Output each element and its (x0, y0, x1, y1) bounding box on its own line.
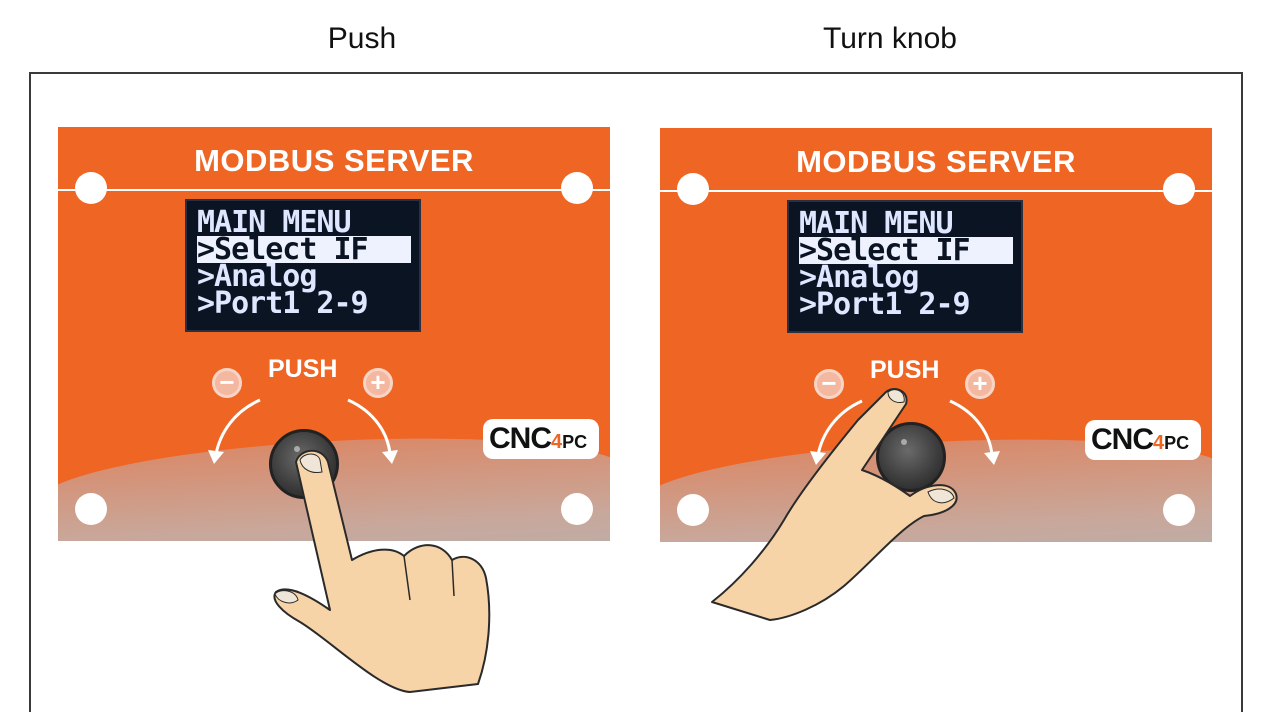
rotary-knob[interactable] (876, 422, 946, 492)
lcd-line: >Port1 2-9 (197, 286, 369, 321)
caption-turn-knob: Turn knob (823, 22, 957, 55)
minus-icon: − (212, 368, 242, 398)
lcd-line: >Analog (799, 260, 919, 295)
plus-icon: + (363, 368, 393, 398)
cnc4pc-logo: CNC4PC (483, 419, 599, 459)
mounting-hole (677, 173, 709, 205)
mounting-hole (561, 172, 593, 204)
mounting-hole (677, 494, 709, 526)
lcd-line-title: MAIN MENU (197, 205, 352, 240)
lcd-line-title: MAIN MENU (799, 206, 954, 241)
push-label: PUSH (870, 356, 940, 384)
panel-divider (58, 189, 610, 191)
mounting-hole (1163, 173, 1195, 205)
mounting-hole (561, 493, 593, 525)
lcd-line: >Analog (197, 259, 317, 294)
lcd-display: MAIN MENU >Select IF >Analog >Port1 2-9 (787, 200, 1023, 333)
caption-push: Push (327, 22, 397, 55)
lcd-line-selected: >Select IF (799, 236, 1013, 266)
mounting-hole (75, 493, 107, 525)
knob-indicator-dot (901, 439, 907, 445)
lcd-display: MAIN MENU >Select IF >Analog >Port1 2-9 (185, 199, 421, 332)
lcd-line-selected: >Select IF (197, 235, 411, 265)
push-label: PUSH (268, 355, 338, 383)
plus-icon: + (965, 369, 995, 399)
modbus-panel-left: MODBUS SERVER MAIN MENU >Select IF >Anal… (58, 127, 610, 541)
lcd-line: >Port1 2-9 (799, 287, 971, 322)
mounting-hole (1163, 494, 1195, 526)
mounting-hole (75, 172, 107, 204)
knob-indicator-dot (294, 446, 300, 452)
rotary-knob[interactable] (269, 429, 339, 499)
cnc4pc-logo: CNC4PC (1085, 420, 1201, 460)
panel-divider (660, 190, 1212, 192)
modbus-panel-right: MODBUS SERVER MAIN MENU >Select IF >Anal… (660, 128, 1212, 542)
panel-title: MODBUS SERVER (796, 144, 1076, 179)
panel-title: MODBUS SERVER (194, 143, 474, 178)
